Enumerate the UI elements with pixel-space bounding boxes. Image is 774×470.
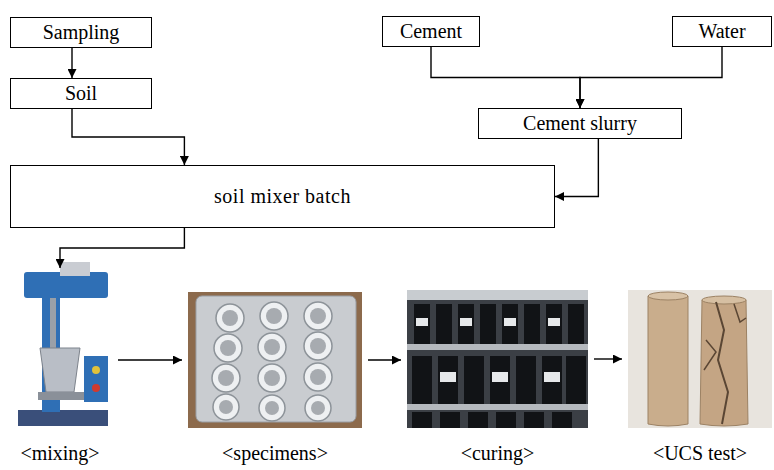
photo-caption: <UCS test>	[653, 442, 747, 465]
flow-arrow	[555, 139, 598, 197]
photo-caption: <specimens>	[222, 442, 328, 465]
material-box: Water	[672, 16, 772, 47]
specimens-illustration	[188, 292, 362, 428]
curing-illustration	[407, 290, 588, 428]
flow-arrow	[71, 48, 72, 78]
flow-arrow	[594, 358, 622, 359]
photo-panel: <curing>	[407, 290, 588, 428]
flow-arrow	[60, 228, 184, 268]
flow-arrow	[118, 359, 182, 360]
photo-panel: <specimens>	[188, 292, 362, 428]
flow-arrow	[368, 359, 401, 360]
material-box: Cement	[382, 16, 480, 47]
box-label: soil mixer batch	[214, 185, 351, 208]
flow-arrow	[72, 109, 184, 165]
photo-panel: <mixing>	[8, 268, 112, 428]
box-label: Sampling	[43, 21, 120, 44]
mixer-illustration	[8, 262, 112, 428]
box-label: Cement	[400, 20, 462, 43]
box-label: Soil	[65, 82, 97, 105]
photo-caption: <mixing>	[20, 442, 99, 465]
ucs-test-illustration	[628, 290, 772, 428]
process-box: soil mixer batch	[10, 165, 555, 228]
box-label: Water	[698, 20, 745, 43]
flow-arrow	[580, 47, 722, 108]
flow-arrow	[431, 47, 580, 108]
photo-panel: <UCS test>	[628, 290, 772, 428]
material-box: Cement slurry	[478, 108, 682, 139]
process-box: Sampling	[10, 17, 152, 48]
photo-caption: <curing>	[461, 442, 535, 465]
material-box: Soil	[10, 78, 152, 109]
box-label: Cement slurry	[523, 112, 637, 135]
